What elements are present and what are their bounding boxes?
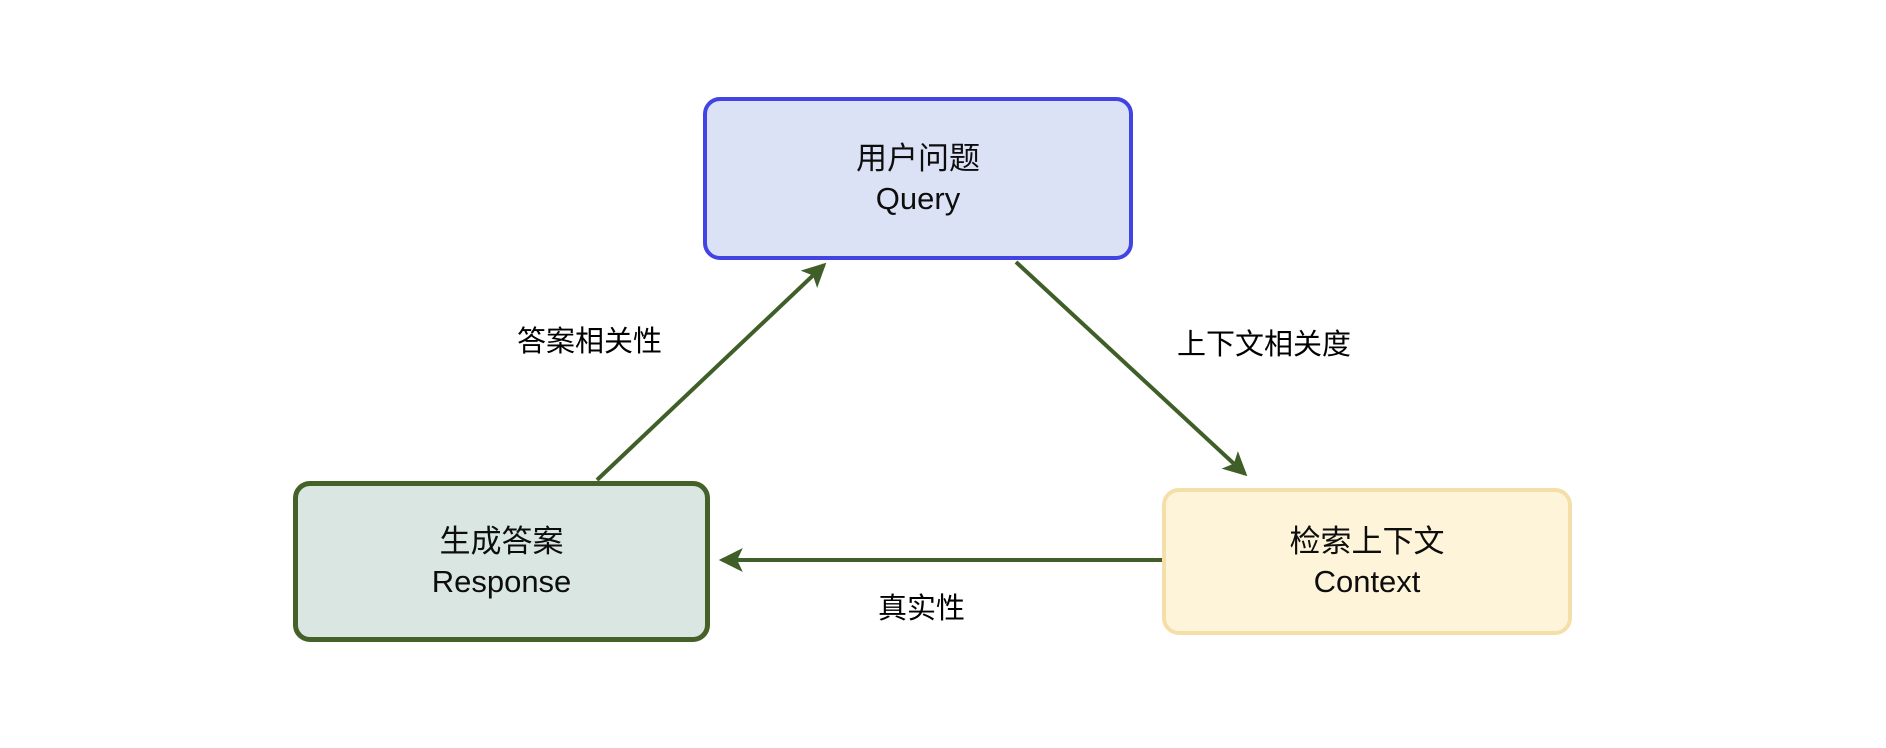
edge-response-to-query-arrow [595,262,827,482]
node-query-label-zh: 用户问题 [856,140,980,176]
node-response-label-zh: 生成答案 [439,523,564,559]
edge-label-context-relevance: 上下文相关度 [1177,329,1352,361]
edge-label-faithfulness: 真实性 [878,593,966,625]
node-query: 用户问题 Query [703,97,1133,260]
edge-query-to-context-arrow [1014,260,1248,477]
edge-label-answer-relevance: 答案相关性 [517,326,663,358]
node-context-label-zh: 检索上下文 [1289,523,1445,559]
node-response: 生成答案 Response [293,481,710,642]
node-context-label-en: Context [1313,563,1421,599]
node-context: 检索上下文 Context [1162,488,1572,635]
node-response-label-en: Response [431,563,572,599]
node-query-label-en: Query [875,180,961,216]
